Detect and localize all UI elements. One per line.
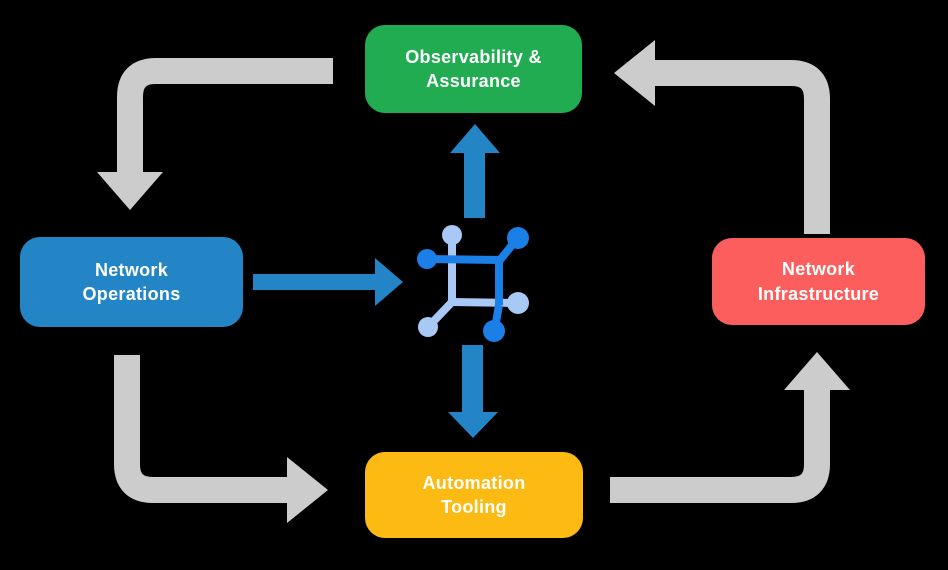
node-automation-tooling: Automation Tooling: [365, 452, 583, 538]
node-automation-label: Automation Tooling: [422, 472, 526, 517]
node-operations-label: Network Operations: [82, 259, 181, 304]
node-observability-assurance: Observability & Assurance: [365, 25, 582, 113]
node-observability-label: Observability & Assurance: [405, 46, 542, 91]
node-network-infrastructure: Network Infrastructure: [712, 238, 925, 325]
arrow-hub-to-observability: [450, 124, 500, 218]
arrow-observability-to-operations: [97, 58, 333, 210]
arrow-hub-to-automation: [448, 345, 498, 438]
arrow-operations-to-automation: [114, 355, 328, 523]
network-mesh-icon: [417, 225, 529, 342]
node-network-operations: Network Operations: [20, 237, 243, 327]
arrow-automation-to-infrastructure: [610, 352, 850, 503]
arrow-operations-to-hub: [253, 258, 403, 306]
node-infrastructure-label: Network Infrastructure: [757, 259, 880, 304]
arrow-infrastructure-to-observability: [614, 40, 830, 234]
